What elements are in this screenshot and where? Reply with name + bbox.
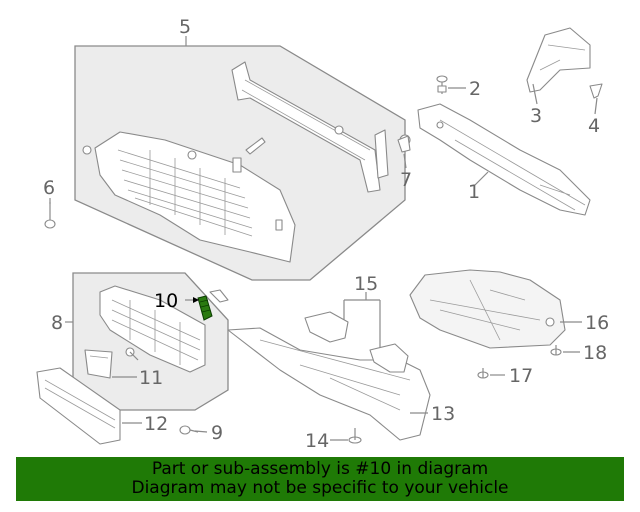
callout-14: 14 <box>305 430 329 452</box>
disclaimer-line-1: Part or sub-assembly is #10 in diagram <box>151 459 489 479</box>
part-2-pin <box>436 75 448 94</box>
disclaimer-banner: Part or sub-assembly is #10 in diagram D… <box>16 457 624 501</box>
callout-9: 9 <box>211 422 223 444</box>
part-8-shutter <box>99 285 229 373</box>
callout-1: 1 <box>468 181 480 203</box>
part-4-clip <box>589 83 603 99</box>
part-15-brackets <box>304 311 409 373</box>
part-18-pin <box>550 345 562 356</box>
callout-18: 18 <box>583 342 607 364</box>
callout-13: 13 <box>431 403 455 425</box>
callout-2: 2 <box>469 78 481 100</box>
callout-labels: 5 1 2 3 4 6 7 8 9 10 11 12 13 14 15 16 1… <box>43 16 609 452</box>
part-17-pin <box>477 368 489 379</box>
part-13-deflector <box>227 327 431 441</box>
callout-16: 16 <box>585 312 609 334</box>
callout-11: 11 <box>139 367 163 389</box>
part-11-insert <box>84 349 113 379</box>
callout-6: 6 <box>43 177 55 199</box>
part-7-clip <box>397 135 411 153</box>
part-1-bracket <box>417 103 591 216</box>
callout-17: 17 <box>509 365 533 387</box>
callout-8: 8 <box>51 312 63 334</box>
part-9-screw <box>179 425 199 435</box>
callout-12: 12 <box>144 413 168 435</box>
part-16-shield <box>409 269 566 349</box>
radiator-shutter-assembly <box>82 61 411 263</box>
part-14-pin <box>348 428 362 444</box>
part-6-bolt <box>44 202 56 229</box>
disclaimer-line-2: Diagram may not be specific to your vehi… <box>131 478 509 498</box>
leader-lines <box>49 36 598 441</box>
part-3-bracket <box>526 27 591 93</box>
parts-diagram: 5 1 2 3 4 6 7 8 9 10 11 12 13 14 15 16 1… <box>36 16 609 452</box>
part-12-panel <box>36 367 121 445</box>
callout-3: 3 <box>530 105 542 127</box>
callout-10: 10 <box>154 290 178 312</box>
callout-5: 5 <box>179 16 191 38</box>
part-10-highlighted <box>197 295 213 321</box>
callout-15: 15 <box>354 273 378 295</box>
callout-7: 7 <box>400 169 412 191</box>
callout-4: 4 <box>588 115 600 137</box>
